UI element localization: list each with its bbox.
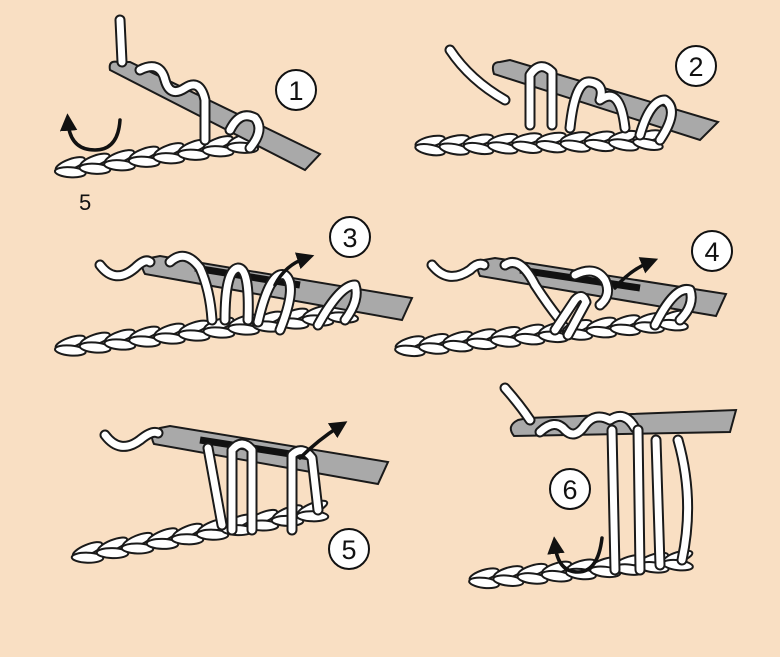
chain-stitch [195, 528, 230, 541]
panel-step-5: 5 [70, 421, 390, 570]
step-number: 6 [562, 475, 577, 505]
panel-step-2: 2 [414, 44, 720, 157]
chain-stitch [95, 547, 130, 560]
step-number: 2 [688, 52, 703, 82]
chain-stitch [201, 145, 235, 158]
pull-through-arrow [273, 252, 315, 287]
chain-stitch [70, 551, 105, 564]
crochet-hook [108, 60, 322, 172]
insert-arrow [59, 113, 122, 152]
step-number-badge [329, 216, 371, 258]
panel-step-1: 1 5 [53, 14, 322, 215]
chain-stitch [152, 152, 186, 165]
chain-stitch [295, 510, 330, 523]
chain-stitch [53, 344, 87, 357]
step-number-badge [549, 468, 591, 510]
chain-stitch [227, 323, 261, 336]
chain-3 [53, 301, 360, 357]
step-number-badge [675, 45, 717, 87]
chain-1 [53, 131, 260, 179]
chain-stitch [152, 332, 186, 345]
step-number: 5 [341, 535, 356, 565]
chain-stitch [202, 326, 236, 339]
pull-through-arrow [613, 257, 659, 290]
chain-stitch [128, 335, 162, 348]
insert-arrow [547, 536, 604, 574]
chain-stitch [127, 155, 161, 168]
crochet-hook [151, 424, 390, 486]
chain-count-label: 5 [79, 190, 91, 215]
chain-stitch [177, 148, 210, 161]
chain-stitch [145, 537, 180, 550]
chain-stitch [53, 166, 87, 179]
chain-stitch [103, 338, 137, 351]
step-number-badge [691, 230, 733, 272]
chain-stitch [78, 341, 112, 354]
chain-4 [394, 309, 689, 358]
pull-through-arrow [298, 421, 348, 460]
chain-stitch [103, 159, 136, 172]
step-number: 4 [704, 237, 719, 267]
chain-stitch [120, 542, 155, 555]
panel-step-3: 3 [53, 216, 414, 357]
crochet-hook [141, 254, 414, 322]
step-number-badge [275, 69, 317, 111]
step-number: 1 [288, 76, 303, 106]
chain-stitch [78, 162, 112, 175]
chain-stitch [170, 533, 205, 546]
panel-step-6: 6 [468, 382, 738, 590]
panel-step-4: 4 [394, 230, 733, 358]
step-number-badge [328, 528, 370, 570]
chain-stitch [177, 329, 211, 342]
step-number: 3 [342, 223, 357, 253]
